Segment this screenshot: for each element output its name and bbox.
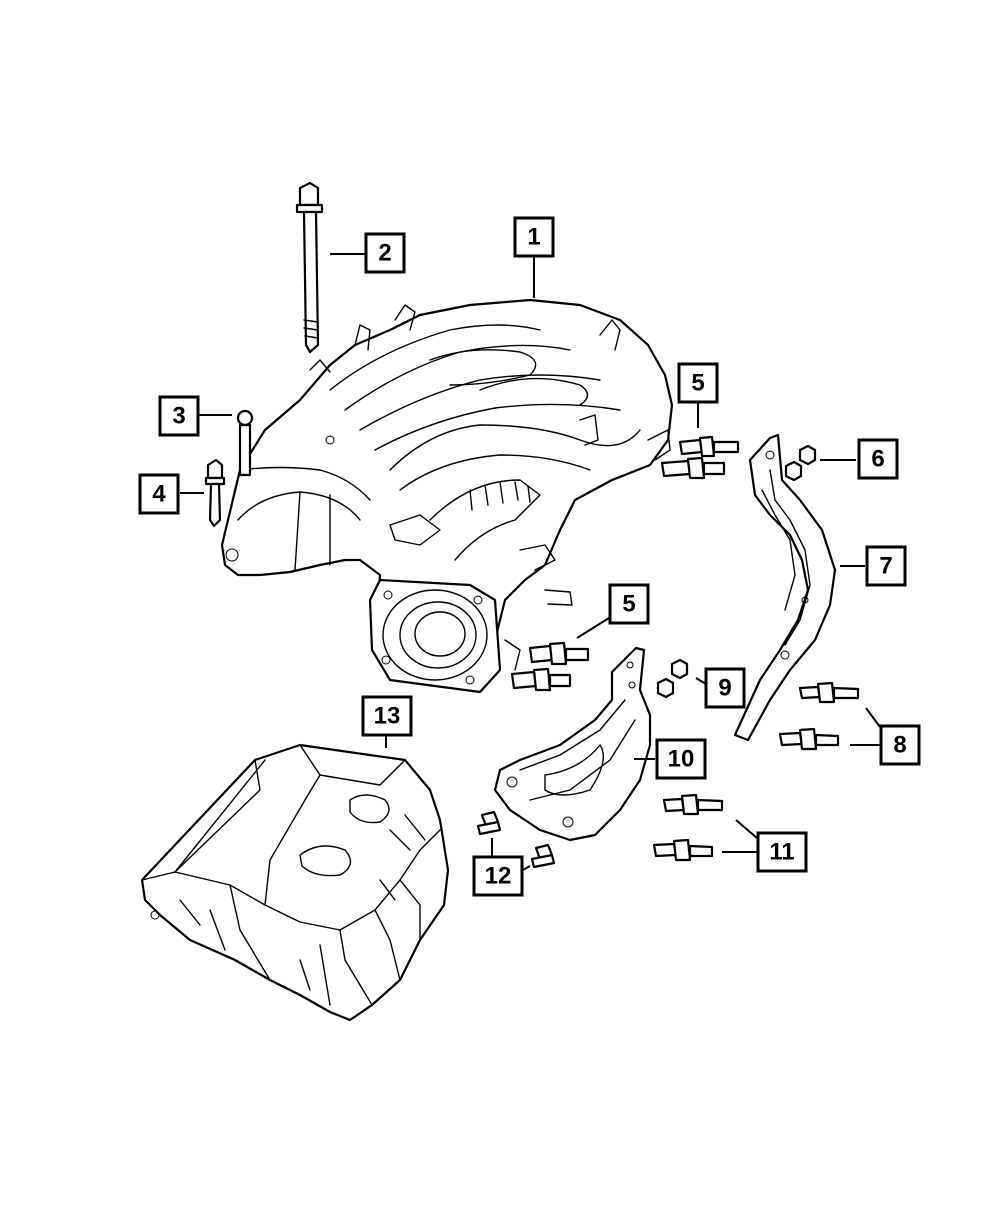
callout-7: 7 bbox=[865, 545, 907, 587]
part-1-intake-manifold bbox=[220, 298, 674, 694]
callout-8: 8 bbox=[879, 724, 921, 766]
callout-3: 3 bbox=[158, 395, 200, 437]
callout-2: 2 bbox=[364, 232, 406, 274]
callout-13-label: 13 bbox=[374, 703, 401, 730]
callout-8-label: 8 bbox=[893, 732, 906, 759]
callout-10-label: 10 bbox=[668, 746, 695, 773]
leader-11 bbox=[735, 819, 758, 839]
callout-5-lower: 5 bbox=[608, 583, 650, 625]
callout-9: 9 bbox=[704, 667, 746, 709]
part-11-studs bbox=[652, 793, 724, 862]
callout-5-upper: 5 bbox=[677, 362, 719, 404]
leader-9 bbox=[695, 677, 707, 685]
callout-5-upper-label: 5 bbox=[691, 370, 704, 397]
callout-1: 1 bbox=[513, 216, 555, 258]
callout-13: 13 bbox=[361, 695, 413, 737]
part-12-clips bbox=[476, 810, 556, 869]
callout-12-label: 12 bbox=[485, 863, 512, 890]
leader-8 bbox=[865, 707, 881, 728]
part-2-long-bolt bbox=[295, 181, 324, 354]
callout-3-label: 3 bbox=[172, 403, 185, 430]
callout-5-lower-label: 5 bbox=[622, 591, 635, 618]
part-5-studs-upper bbox=[660, 435, 740, 480]
part-10-bracket bbox=[493, 646, 652, 842]
part-4-bolt bbox=[204, 458, 226, 528]
callout-10: 10 bbox=[655, 738, 707, 780]
part-7-bracket bbox=[733, 433, 837, 742]
part-5-studs-lower bbox=[510, 641, 590, 692]
callout-11-label: 11 bbox=[769, 839, 794, 866]
callout-6: 6 bbox=[857, 438, 899, 480]
part-9-nuts bbox=[656, 658, 689, 699]
leader-5b bbox=[576, 617, 610, 639]
callout-6-label: 6 bbox=[871, 446, 884, 473]
callout-1-label: 1 bbox=[527, 224, 540, 251]
callout-9-label: 9 bbox=[718, 675, 731, 702]
part-8-studs bbox=[778, 681, 860, 751]
callout-4: 4 bbox=[138, 473, 180, 515]
callout-4-label: 4 bbox=[152, 481, 166, 508]
callout-7-label: 7 bbox=[879, 553, 892, 580]
callout-2-label: 2 bbox=[378, 240, 391, 267]
part-13-engine-cover bbox=[140, 743, 450, 1022]
part-3-stud bbox=[236, 409, 254, 477]
callout-12: 12 bbox=[472, 855, 524, 897]
part-6-nuts bbox=[784, 444, 817, 482]
callout-11: 11 bbox=[756, 831, 808, 873]
